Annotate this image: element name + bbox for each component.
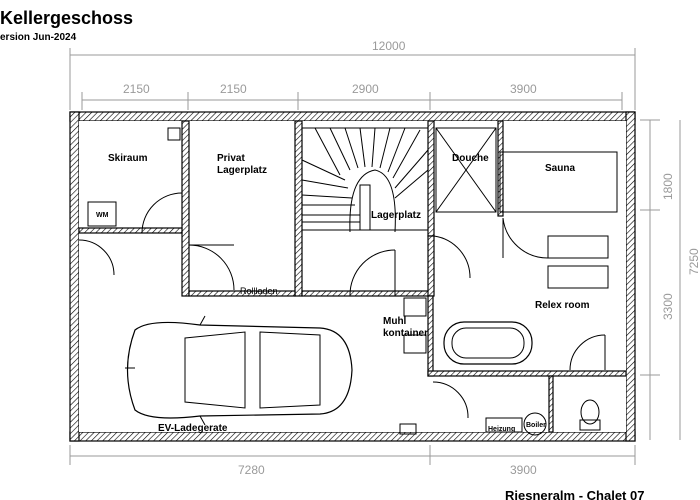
lounger-2 bbox=[547, 265, 609, 289]
plan-title: Kellergeschoss bbox=[0, 8, 133, 28]
waste-container-1 bbox=[403, 297, 427, 317]
dimension-bottom: 7280 3900 bbox=[69, 445, 636, 477]
outer-walls bbox=[69, 111, 636, 442]
dimension-top-1: 2150 bbox=[123, 82, 150, 96]
room-privat-line1: Privat bbox=[217, 153, 245, 164]
shower bbox=[435, 127, 497, 213]
car-icon bbox=[125, 315, 353, 426]
label-ev: EV-Ladegerate bbox=[158, 423, 228, 434]
dimension-total-width: 12000 bbox=[69, 39, 636, 110]
dimension-top-3: 2900 bbox=[352, 82, 379, 96]
dimension-top-2: 2150 bbox=[220, 82, 247, 96]
dimension-top-4: 3900 bbox=[510, 82, 537, 96]
label-wm: WM bbox=[96, 212, 109, 219]
room-lagerplatz: Lagerplatz bbox=[371, 210, 421, 221]
toilet bbox=[580, 399, 600, 425]
dimension-top-segments: 2150 2150 2900 3900 bbox=[81, 82, 623, 110]
dimension-right-total: 7250 bbox=[687, 248, 700, 275]
washing-machine bbox=[87, 201, 117, 227]
label-muhl-line2: kontainer bbox=[383, 328, 428, 339]
dimension-right: 1800 3300 7250 bbox=[640, 119, 700, 440]
dimension-right-middle: 3300 bbox=[661, 293, 675, 320]
dimension-bottom-1: 7280 bbox=[238, 463, 265, 477]
label-heizung: Heizung bbox=[488, 426, 515, 433]
heating-unit bbox=[485, 417, 523, 433]
footer-title: Riesneralm - Chalet 07 bbox=[505, 488, 644, 500]
room-privat-line2: Lagerplatz bbox=[217, 165, 267, 176]
room-relex: Relex room bbox=[535, 300, 590, 311]
waste-container-2 bbox=[403, 334, 427, 354]
label-boiler: Boiler bbox=[526, 422, 546, 429]
label-muhl-line1: Muhl bbox=[383, 316, 407, 327]
staircase bbox=[301, 127, 429, 233]
dimension-total-label: 12000 bbox=[372, 39, 406, 53]
doors bbox=[78, 192, 606, 419]
lounger-1 bbox=[547, 235, 609, 259]
plan-version: ersion Jun-2024 bbox=[0, 32, 77, 43]
room-sauna: Sauna bbox=[545, 163, 575, 174]
room-skiraum: Skiraum bbox=[108, 153, 148, 164]
bathtub bbox=[443, 321, 533, 365]
dimension-right-upper: 1800 bbox=[661, 173, 675, 200]
label-rollladen: Rollladen bbox=[240, 286, 278, 296]
interior-walls bbox=[78, 120, 627, 433]
fixtures bbox=[87, 127, 609, 436]
boiler-unit bbox=[523, 412, 547, 436]
room-dusche: Douche bbox=[452, 153, 489, 164]
dimension-bottom-2: 3900 bbox=[510, 463, 537, 477]
